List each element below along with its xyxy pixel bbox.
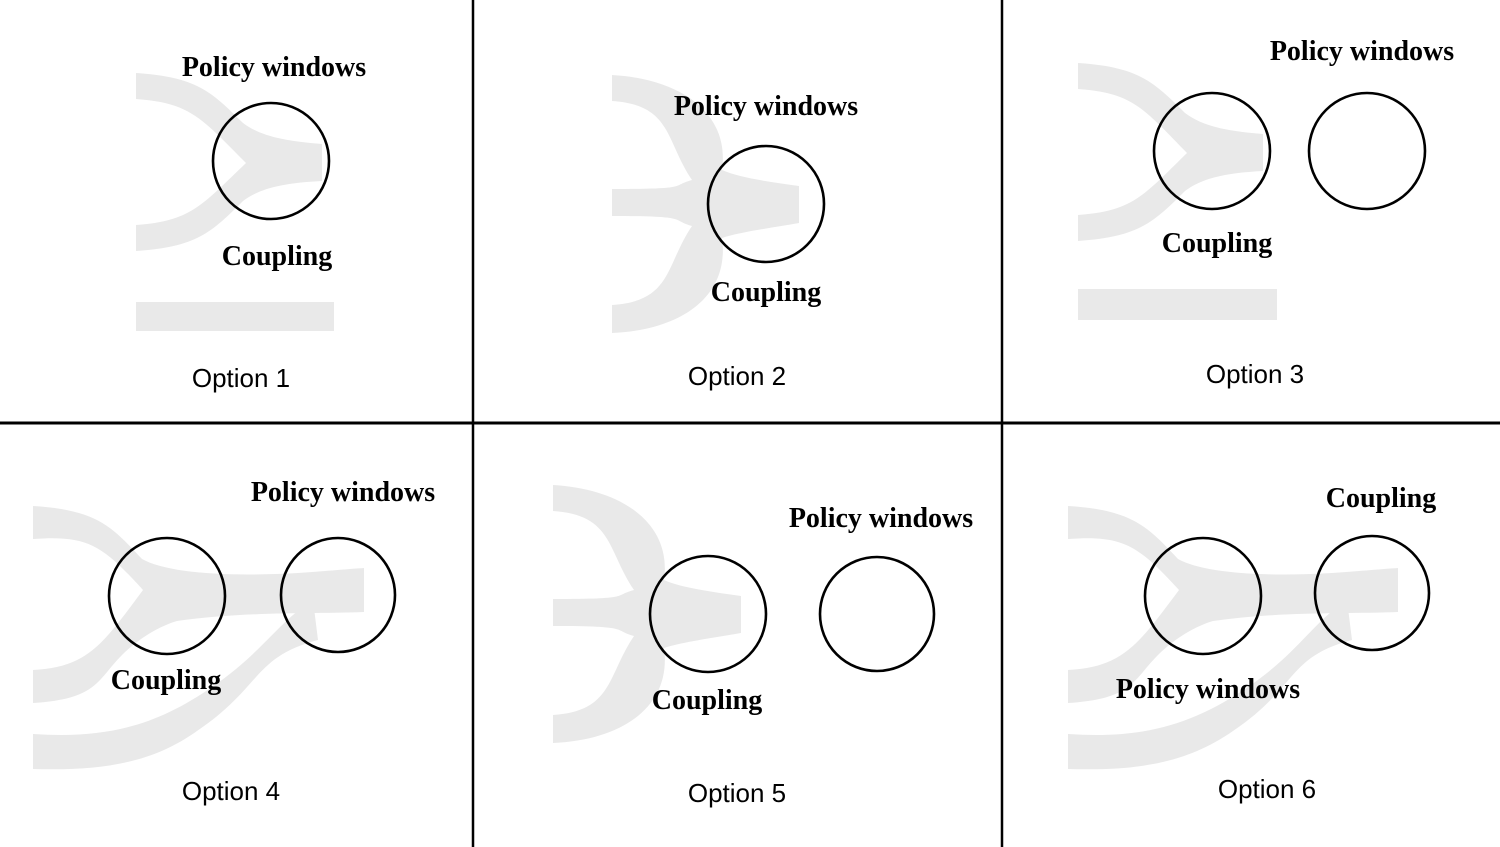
window-circle (211, 101, 331, 221)
option-1-policy-windows-label: Policy windows (181, 52, 367, 83)
lower-stream-swoosh (33, 600, 318, 770)
streams-merge-shape (33, 506, 364, 703)
streams-merge-shape (1078, 63, 1263, 241)
streams-trident-shape (553, 485, 741, 743)
streams-merge-shape (1068, 506, 1398, 703)
option-5-policy-windows-label: Policy windows (788, 503, 974, 534)
left-circle (1152, 91, 1272, 211)
window-circle (706, 144, 826, 264)
option-6-graphics (1068, 506, 1431, 770)
option-4-caption: Option 4 (181, 776, 281, 806)
streams-trident-shape (612, 75, 799, 333)
option-4-coupling-label: Coupling (110, 665, 222, 696)
option-2-caption: Option 2 (687, 361, 787, 391)
left-circle (1143, 536, 1263, 656)
option-4-policy-windows-label: Policy windows (250, 477, 436, 508)
option-5-coupling-label: Coupling (651, 685, 763, 716)
option-4-graphics (33, 506, 397, 770)
left-circle (107, 536, 227, 656)
option-3-caption: Option 3 (1205, 359, 1305, 389)
right-circle (818, 555, 936, 673)
option-6-policy-windows-label: Policy windows (1115, 674, 1301, 705)
option-6-coupling-label: Coupling (1325, 483, 1437, 514)
option-2-policy-windows-label: Policy windows (673, 91, 859, 122)
stream-bar (1078, 289, 1277, 320)
left-circle (648, 554, 768, 674)
option-3-graphics (1078, 63, 1427, 320)
option-1-caption: Option 1 (191, 363, 291, 393)
right-circle (279, 536, 397, 654)
option-5-graphics (553, 485, 936, 743)
right-circle (1307, 91, 1427, 211)
option-3-policy-windows-label: Policy windows (1269, 36, 1455, 67)
option-1-graphics (136, 73, 334, 331)
option-3-coupling-label: Coupling (1161, 228, 1273, 259)
option-2-graphics (612, 75, 826, 333)
stream-bar (136, 302, 334, 331)
lower-stream-swoosh (1068, 600, 1352, 770)
option-1-coupling-label: Coupling (221, 241, 333, 272)
option-5-caption: Option 5 (687, 778, 787, 808)
streams-merge-shape (136, 73, 322, 251)
option-6-caption: Option 6 (1217, 774, 1317, 804)
right-circle (1313, 534, 1431, 652)
option-2-coupling-label: Coupling (710, 277, 822, 308)
